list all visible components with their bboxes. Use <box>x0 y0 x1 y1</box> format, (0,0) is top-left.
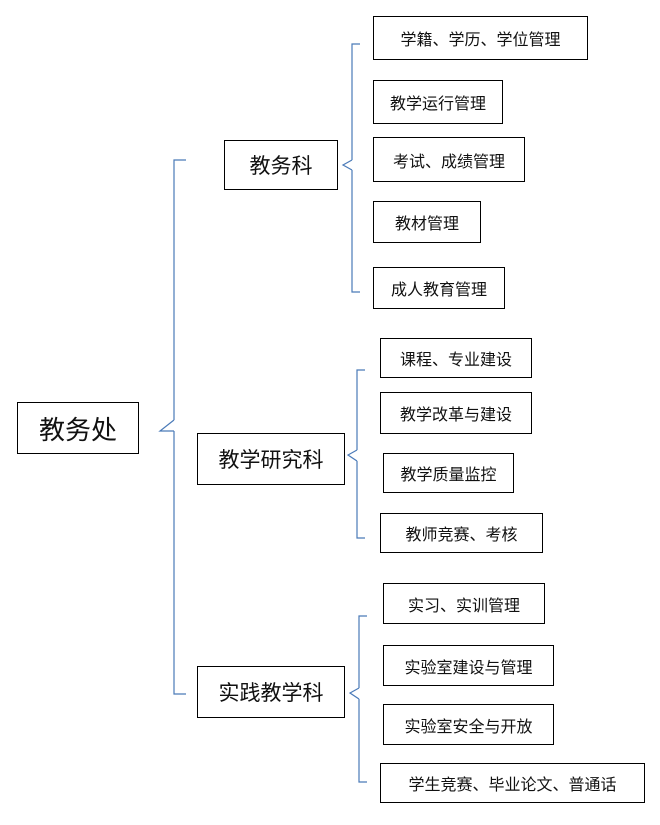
dept3-brace <box>348 615 367 783</box>
root-brace <box>158 159 186 695</box>
dept-node: 教学研究科 <box>197 433 345 485</box>
dept-node: 教务科 <box>224 140 338 190</box>
duty-node: 教学改革与建设 <box>380 392 532 434</box>
duty-node: 学生竞赛、毕业论文、普通话 <box>380 763 645 803</box>
duty-node: 实习、实训管理 <box>383 583 545 624</box>
duty-node: 实验室安全与开放 <box>383 704 554 745</box>
duty-node: 教学质量监控 <box>383 453 514 493</box>
duty-node: 考试、成绩管理 <box>373 137 525 182</box>
duty-node: 成人教育管理 <box>373 267 505 309</box>
duty-node: 实验室建设与管理 <box>383 645 554 686</box>
root-node: 教务处 <box>17 402 139 454</box>
dept2-brace <box>346 369 365 539</box>
duty-node: 教师竞赛、考核 <box>380 513 543 553</box>
dept-node: 实践教学科 <box>197 666 345 718</box>
duty-node: 课程、专业建设 <box>380 338 532 378</box>
duty-node: 教材管理 <box>373 201 481 243</box>
duty-node: 学籍、学历、学位管理 <box>373 16 588 60</box>
duty-node: 教学运行管理 <box>373 80 503 124</box>
dept1-brace <box>341 43 360 293</box>
